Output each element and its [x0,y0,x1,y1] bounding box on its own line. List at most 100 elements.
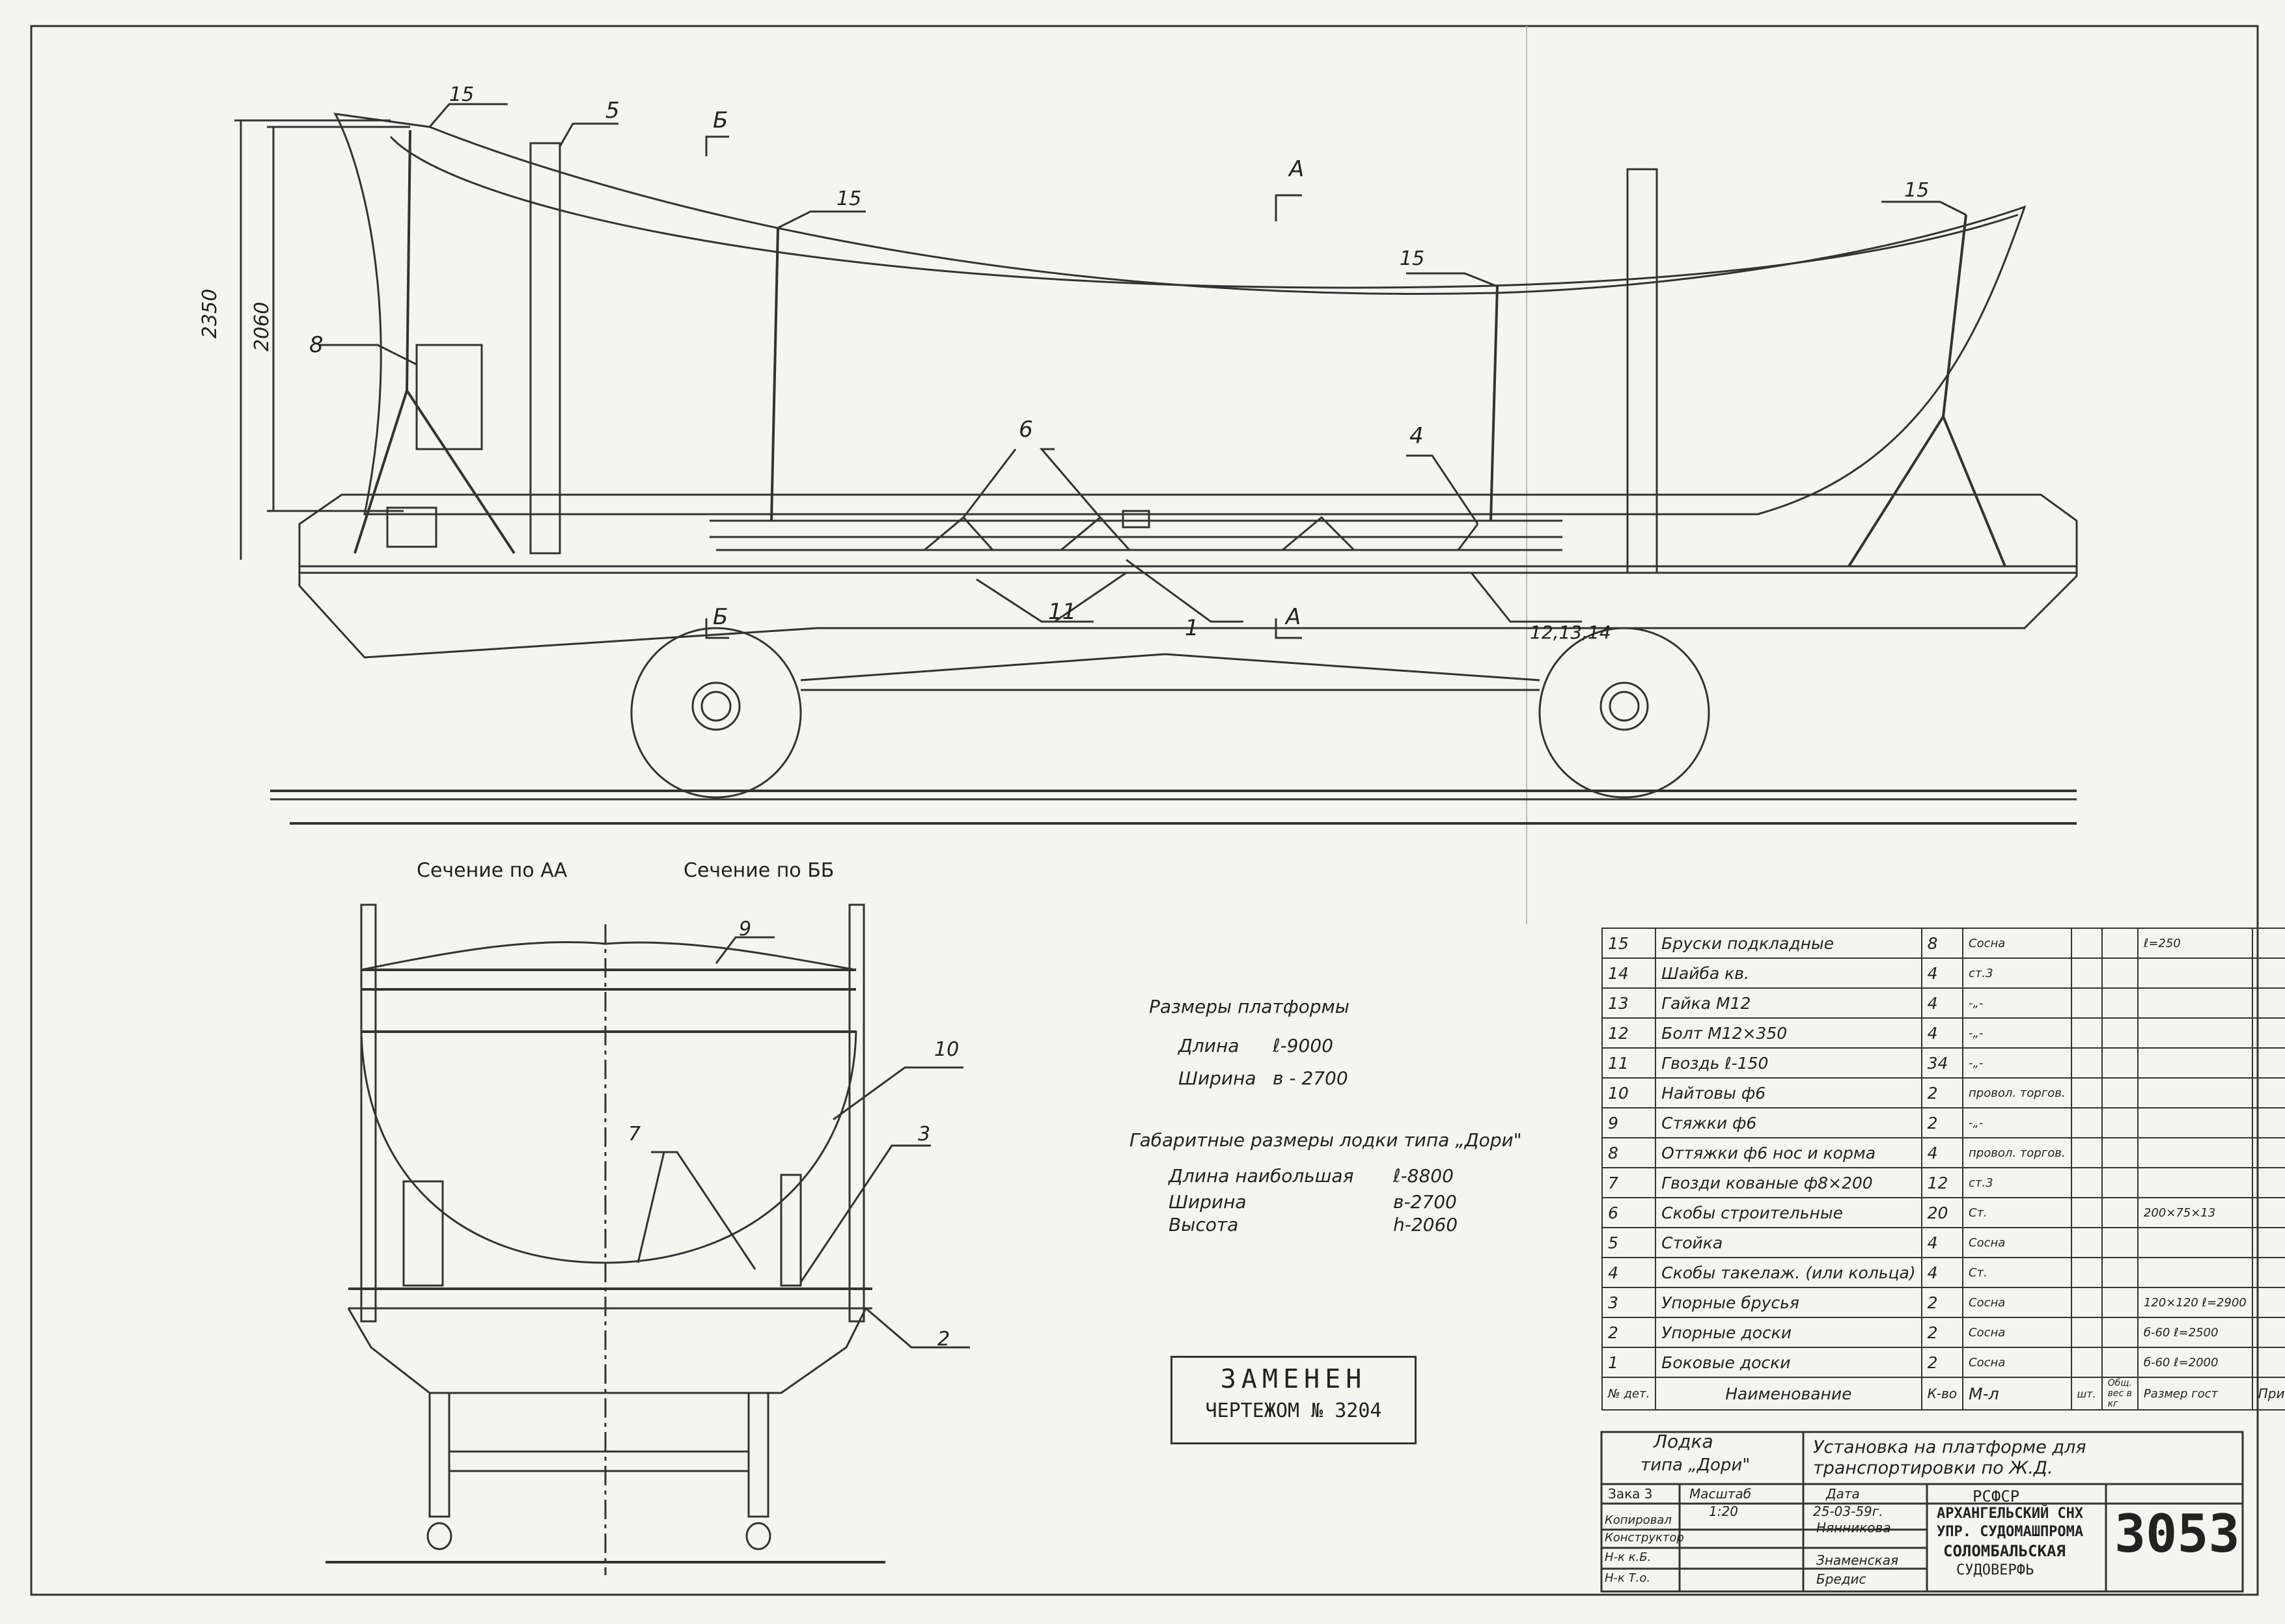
part-name: Найтовы ф6 [1655,1077,1922,1108]
part-number: 1 [1601,1347,1657,1378]
header-mat: М-л [1962,1377,2072,1411]
part-weight [2101,928,2139,959]
part-weight [2101,1197,2139,1228]
part-pcs [2070,1047,2103,1079]
drawing-title: Установка на платформе для транспортиров… [1813,1437,2086,1478]
callout-15-a: 15 [449,83,475,106]
part-note [2251,928,2285,959]
part-size [2137,1137,2253,1168]
stamp-line-1: ЗАМЕНЕН [1220,1364,1367,1394]
lashing-stern [1848,214,2006,568]
object-name: Лодка [1654,1431,1713,1452]
part-weight [2101,987,2139,1019]
part-pcs [2070,987,2103,1019]
callout-3: 3 [918,1123,931,1146]
part-weight [2101,1257,2139,1288]
part-size [2137,1227,2253,1258]
part-number: 14 [1601,957,1657,989]
part-number: 11 [1601,1047,1657,1079]
part-note [2251,1017,2285,1049]
section-hull [360,1030,857,1264]
part-qty: 4 [1920,1017,1964,1049]
header-weight: Общ. вес в кг [2101,1377,2139,1411]
wheel-front [630,627,802,799]
header-name: Наименование [1655,1377,1922,1411]
drawing-number: 3053 [2114,1504,2240,1564]
part-qty: 34 [1920,1047,1964,1079]
boat-width-value: в-2700 [1393,1191,1457,1213]
part-size [2137,1017,2253,1049]
part-size [2137,957,2253,989]
part-note [2251,1107,2285,1138]
callout-12-13-14: 12,13,14 [1530,622,1611,643]
part-name: Упорные брусья [1655,1287,1922,1318]
part-note [2251,1077,2285,1108]
section-mark-b-bottom [705,618,729,639]
part-material: -„- [1962,1017,2072,1049]
order-label: Зака 3 [1608,1486,1653,1502]
part-pcs [2070,1287,2103,1318]
part-name: Скобы строительные [1655,1197,1922,1228]
boat-height-label: Высота [1169,1214,1239,1235]
person-1: Нянникова [1816,1520,1891,1535]
callout-10: 10 [934,1038,960,1061]
part-number: 13 [1601,987,1657,1019]
boat-height-value: h-2060 [1393,1214,1458,1235]
wheel-rear [1538,627,1710,799]
part-weight [2101,1167,2139,1198]
part-size [2137,987,2253,1019]
part-material: ст.3 [1962,1167,2072,1198]
part-qty: 2 [1920,1317,1964,1348]
dim-2350: 2350 [199,288,221,338]
head-to-label: Н-к Т.о. [1605,1571,1651,1585]
date-value: 25-03-59г. [1813,1504,1883,1519]
lashing-bow [353,130,516,555]
part-material: Сосна [1962,1317,2072,1348]
part-note [2251,1317,2285,1348]
part-size [2137,1257,2253,1288]
part-pcs [2070,1077,2103,1108]
callout-6: 6 [1019,417,1033,443]
part-pcs [2070,1347,2103,1378]
part-material: Сосна [1962,1287,2072,1318]
part-weight [2101,1107,2139,1138]
head-kb-label: Н-к к.Б. [1605,1550,1652,1564]
platform-width-label: Ширина [1178,1067,1256,1089]
platform-length-value: ℓ-9000 [1273,1035,1333,1056]
post-front [529,142,561,555]
part-number: 15 [1601,928,1657,959]
part-pcs [2070,928,2103,959]
part-note [2251,1047,2285,1079]
part-pcs [2070,957,2103,989]
part-note [2251,1197,2285,1228]
callout-7: 7 [628,1123,641,1146]
person-2: Знаменская [1816,1552,1898,1568]
part-note [2251,1227,2285,1258]
part-name: Бруски подкладные [1655,928,1922,959]
part-number: 3 [1601,1287,1657,1318]
copied-label: Копировал [1605,1513,1672,1527]
part-name: Гвозди кованые ф8×200 [1655,1167,1922,1198]
part-weight [2101,1017,2139,1049]
platform-dims-heading: Размеры платформы [1149,996,1350,1017]
part-number: 2 [1601,1317,1657,1348]
part-note [2251,987,2285,1019]
part-size [2137,1107,2253,1138]
part-size: 120×120 ℓ=2900 [2137,1287,2253,1318]
callout-9: 9 [739,918,752,941]
part-number: 9 [1601,1107,1657,1138]
part-name: Упорные доски [1655,1317,1922,1348]
part-pcs [2070,1017,2103,1049]
part-qty: 8 [1920,928,1964,959]
part-note [2251,1257,2285,1288]
part-weight [2101,957,2139,989]
